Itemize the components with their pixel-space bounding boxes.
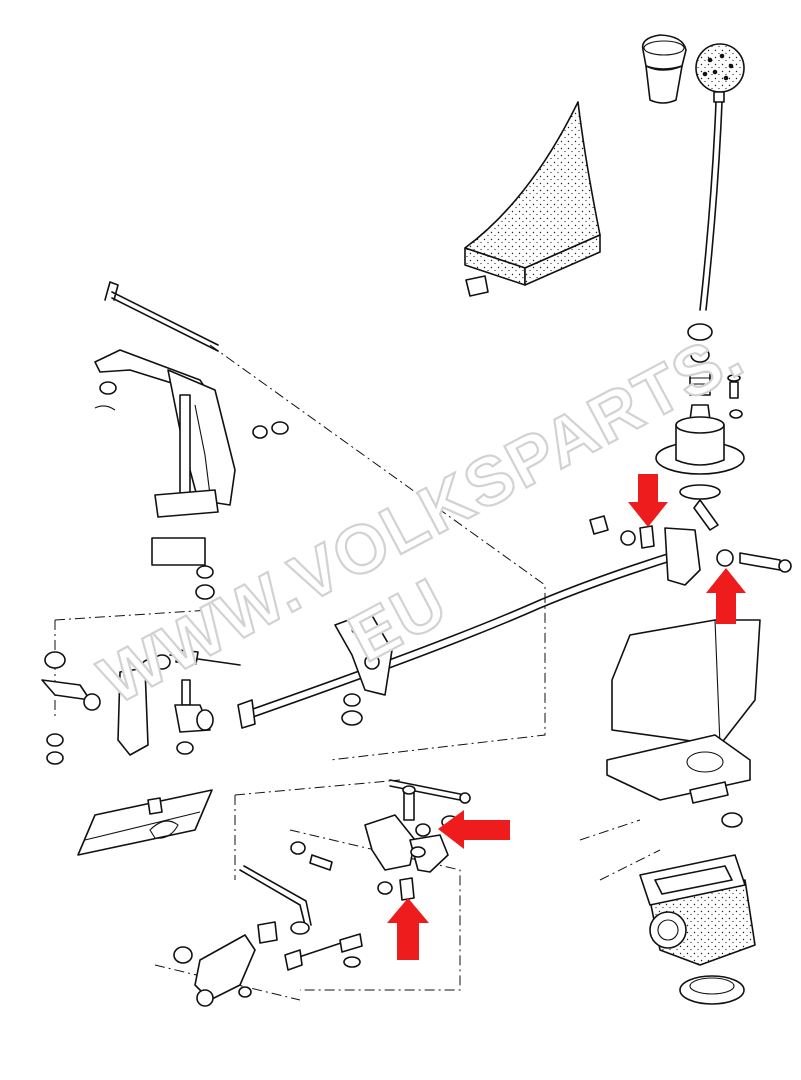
shift-rod <box>237 515 792 729</box>
dashed-assembly-lines <box>54 344 661 1001</box>
selector-assembly <box>173 779 471 1007</box>
shift-housing-boot <box>639 854 756 1005</box>
shift-lever-rod <box>699 101 723 311</box>
tunnel-plate-housing <box>606 619 761 828</box>
arrow-up-shift-rod-bushing <box>706 568 746 624</box>
pedal-plate <box>77 789 213 856</box>
pedal-cluster <box>94 281 289 600</box>
arrow-up-lower-bushing <box>387 898 429 960</box>
gear-knob-golfball <box>695 43 745 103</box>
shift-lever-components <box>655 323 745 531</box>
accelerator-linkage <box>41 649 241 765</box>
shift-boot <box>464 101 601 297</box>
arrow-left-selector-bushing <box>438 810 510 849</box>
gear-knob-round <box>641 34 687 104</box>
arrow-down-shift-lever-bushing <box>628 474 668 527</box>
shift-rod-bracket <box>334 611 393 726</box>
